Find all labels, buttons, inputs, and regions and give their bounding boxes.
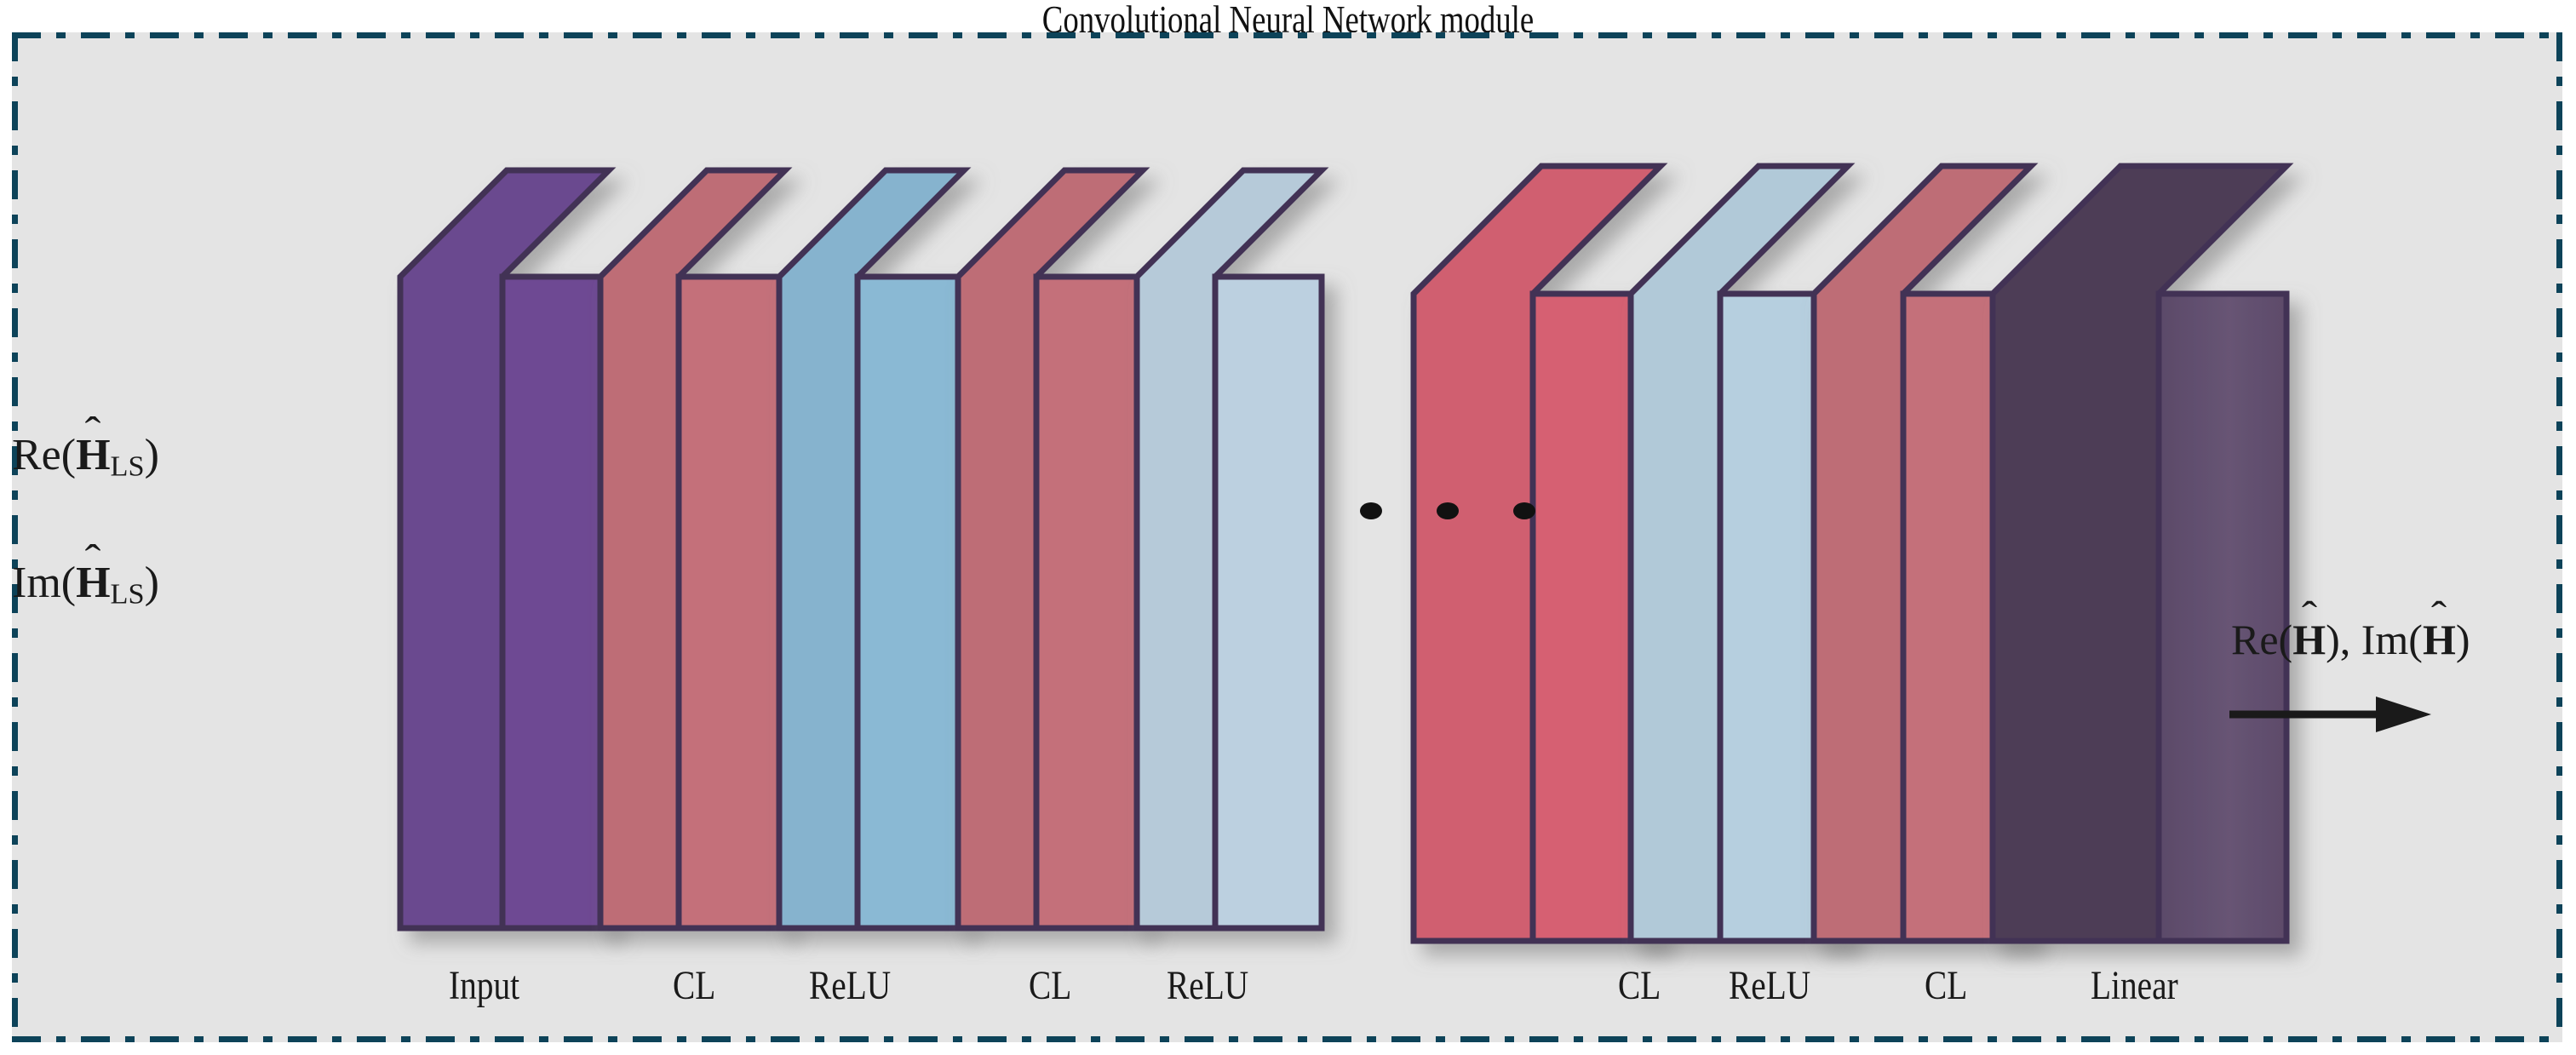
slab-relu-4[interactable] (1133, 167, 1329, 932)
ellipsis-dot (1360, 502, 1382, 519)
im-suffix: ) (144, 559, 159, 607)
slab-front-face (1212, 273, 1325, 932)
out-re-symbol: H (2292, 616, 2326, 663)
slab-front-face (675, 273, 789, 932)
out-re-wrap: ̂H (2292, 615, 2326, 664)
out-separator: , (2339, 616, 2361, 663)
layer-label-linear-8: Linear (2091, 963, 2178, 1008)
out-im-wrap: ̂H (2423, 615, 2456, 664)
ellipsis-dot (1437, 502, 1459, 519)
re-symbol: H (76, 431, 111, 479)
output-arrow (2229, 697, 2431, 732)
slab-front-face (499, 273, 612, 932)
layer-label-relu-6: ReLU (1729, 963, 1811, 1008)
slab-input-0[interactable] (397, 167, 617, 932)
re-prefix: Re( (12, 431, 77, 479)
slab-cl-5[interactable] (1410, 163, 1668, 944)
out-re-suffix: ) (2326, 616, 2340, 663)
slab-relu-2[interactable] (776, 167, 972, 932)
re-subscript: LS (110, 450, 145, 483)
im-symbol: H (76, 559, 111, 607)
slab-cl-3[interactable] (955, 167, 1150, 932)
layer-label-cl-5: CL (1618, 963, 1661, 1008)
layer-label-relu-4: ReLU (1167, 963, 1249, 1008)
layer-label-cl-7: CL (1925, 963, 1968, 1008)
layer-label-relu-2: ReLU (809, 963, 892, 1008)
out-im-prefix: Im( (2361, 616, 2423, 663)
re-symbol-wrap: ̂H (76, 430, 110, 480)
slab-front-face (854, 273, 967, 932)
output-label: Re(̂H), Im(̂H) (2231, 615, 2470, 664)
layer-label-input-0: Input (449, 963, 520, 1008)
im-subscript: LS (110, 577, 145, 611)
slab-front-face (2155, 290, 2290, 944)
input-label-real: Re(̂HLS) (12, 430, 159, 484)
slab-group (397, 163, 2294, 944)
input-label-imag: Im(̂HLS) (12, 558, 159, 611)
layer-label-cl-1: CL (673, 963, 716, 1008)
out-re-prefix: Re( (2231, 616, 2293, 663)
slab-front-face (1033, 273, 1146, 932)
im-symbol-wrap: ̂H (76, 558, 110, 608)
ellipsis-dots (1360, 502, 1535, 519)
slab-cl-1[interactable] (597, 167, 793, 932)
out-im-suffix: ) (2455, 616, 2470, 663)
ellipsis-dot (1513, 502, 1535, 519)
re-suffix: ) (144, 431, 159, 479)
slab-linear-8[interactable] (1989, 163, 2294, 944)
layer-label-cl-3: CL (1029, 963, 1072, 1008)
out-im-symbol: H (2422, 616, 2456, 663)
im-prefix: Im( (12, 559, 77, 607)
